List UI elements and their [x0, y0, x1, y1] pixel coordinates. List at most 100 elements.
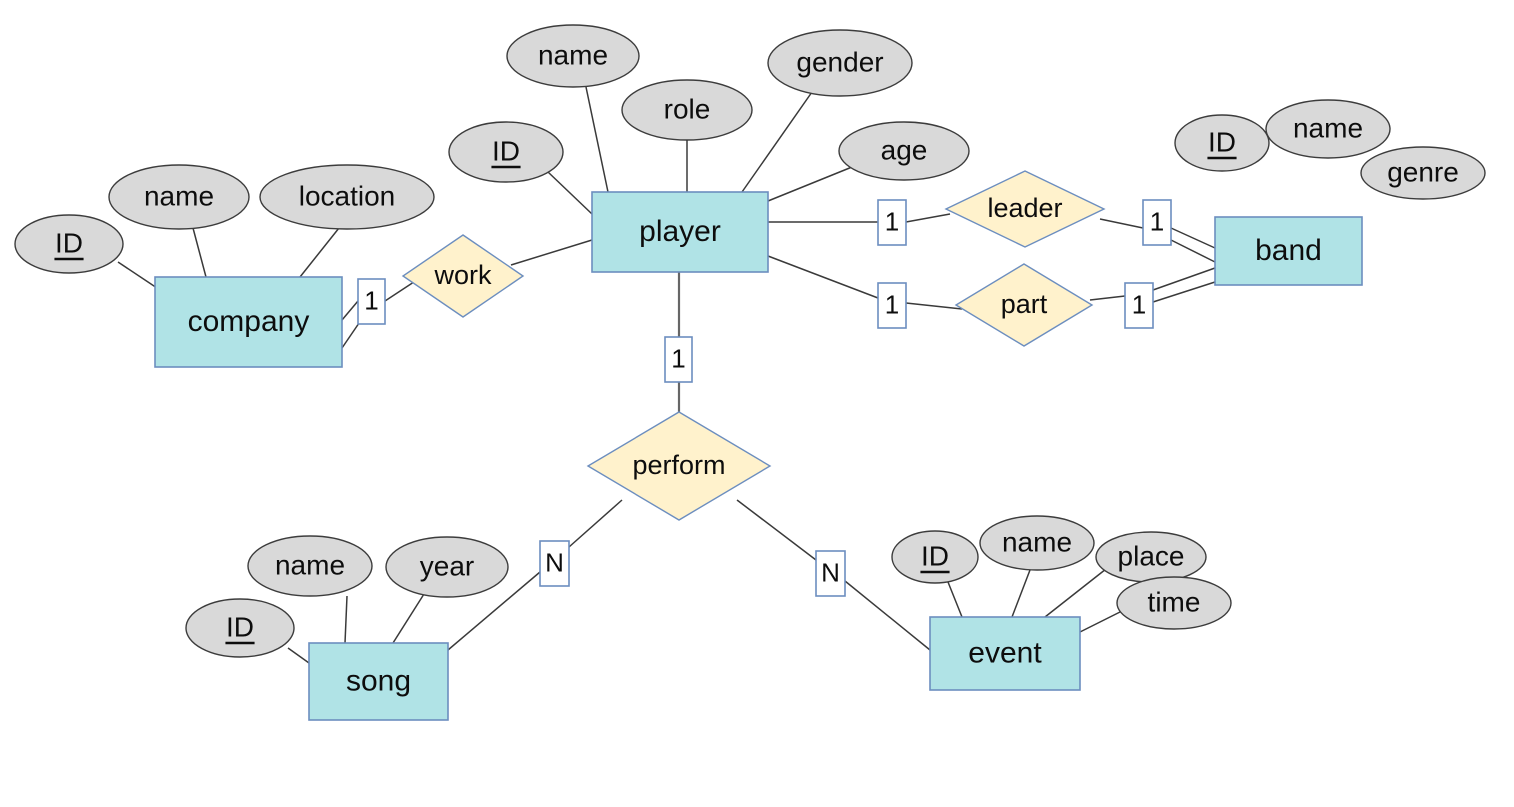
attribute-label: location [299, 180, 396, 211]
connection-line [905, 302, 963, 310]
attribute-label: name [275, 549, 345, 580]
cardinality-labels-layer: 1 1 1 1 1 1N N [357, 199, 1172, 597]
connection-line [767, 255, 879, 299]
connection-line [844, 580, 931, 651]
cardinality-label: 1 [671, 343, 685, 373]
connection-line [341, 300, 359, 321]
connection-line [767, 166, 853, 202]
cardinality-perform-song[interactable]: N [539, 540, 570, 587]
attribute-label: name [1002, 526, 1072, 557]
attribute-label: ID [921, 540, 949, 571]
cardinality-player-part[interactable]: 1 [877, 282, 907, 329]
cardinality-label: 1 [885, 206, 899, 236]
entity-player[interactable]: player [591, 191, 769, 273]
connection-line [344, 595, 348, 644]
attribute-song-id[interactable]: ID [185, 598, 295, 658]
relationship-label: work [433, 260, 492, 290]
entity-company[interactable]: company [154, 276, 343, 368]
attribute-band-genre[interactable]: genre [1360, 146, 1486, 200]
connection-line [1089, 295, 1126, 301]
attribute-event-name[interactable]: name [979, 515, 1095, 571]
entity-event[interactable]: event [929, 616, 1081, 691]
cardinality-perform-event[interactable]: N [815, 550, 846, 597]
cardinality-label: 1 [1132, 289, 1146, 319]
relationship-work[interactable]: work [401, 234, 525, 318]
attribute-label: time [1148, 586, 1201, 617]
connection-line [192, 227, 207, 278]
attribute-label: gender [796, 46, 883, 77]
cardinality-label: 1 [364, 285, 378, 315]
attribute-label: name [538, 39, 608, 70]
cardinality-player-perform[interactable]: 1 [664, 336, 693, 383]
connection-line [1152, 281, 1216, 303]
relationship-perform[interactable]: perform [586, 411, 772, 521]
connection-line [1044, 568, 1107, 618]
attribute-event-place[interactable]: place [1095, 531, 1207, 583]
attribute-band-id[interactable]: ID [1174, 114, 1270, 172]
attribute-band-name[interactable]: name [1265, 99, 1391, 159]
relationship-leader[interactable]: leader [944, 170, 1106, 248]
relationship-nodes-layer: work leader part perform [401, 170, 1106, 521]
attribute-company-id[interactable]: ID [14, 214, 124, 274]
cardinality-company-work[interactable]: 1 [357, 278, 386, 325]
entity-song[interactable]: song [308, 642, 449, 721]
entity-label: event [968, 636, 1042, 669]
relationship-label: leader [987, 193, 1062, 223]
attribute-label: ID [492, 135, 520, 166]
entity-band[interactable]: band [1214, 216, 1363, 286]
connection-line [736, 499, 817, 561]
relationship-label: part [1001, 289, 1048, 319]
attribute-company-location[interactable]: location [259, 164, 435, 230]
attribute-event-id[interactable]: ID [891, 530, 979, 584]
attribute-label: genre [1387, 156, 1459, 187]
connection-line [1079, 611, 1121, 633]
cardinality-label: 1 [885, 289, 899, 319]
connection-line [585, 86, 609, 193]
connection-line [1170, 239, 1216, 263]
attribute-label: role [664, 93, 711, 124]
entity-label: song [346, 664, 411, 697]
connection-line [299, 227, 340, 278]
connection-line [947, 581, 963, 618]
attribute-label: name [1293, 112, 1363, 143]
connection-line [547, 171, 593, 215]
connection-line [447, 571, 541, 651]
attribute-label: name [144, 180, 214, 211]
connection-lines-layer [117, 86, 1216, 679]
connection-line [1011, 569, 1031, 618]
cardinality-player-leader[interactable]: 1 [877, 199, 907, 246]
cardinality-part-band[interactable]: 1 [1124, 282, 1154, 329]
attribute-player-name[interactable]: name [506, 24, 640, 88]
attribute-song-name[interactable]: name [247, 535, 373, 597]
cardinality-label: N [821, 557, 840, 587]
attribute-company-name[interactable]: name [108, 164, 250, 230]
cardinality-leader-band[interactable]: 1 [1142, 199, 1172, 246]
connection-line [1152, 267, 1216, 291]
attribute-player-role[interactable]: role [621, 79, 753, 141]
connection-line [392, 593, 425, 644]
connection-line [1170, 227, 1216, 249]
attribute-player-gender[interactable]: gender [767, 29, 913, 97]
entity-label: player [639, 215, 721, 248]
entity-nodes-layer: company player band song event [154, 191, 1363, 721]
attribute-label: place [1118, 540, 1185, 571]
connection-line [905, 213, 951, 223]
connection-line [117, 261, 158, 289]
connection-line [568, 499, 623, 548]
cardinality-label: N [545, 547, 564, 577]
attribute-label: year [420, 550, 474, 581]
attribute-song-year[interactable]: year [385, 536, 509, 598]
connection-line [510, 239, 593, 266]
attribute-label: ID [1208, 126, 1236, 157]
attribute-player-age[interactable]: age [838, 121, 970, 181]
connection-line [1099, 218, 1144, 229]
entity-label: company [188, 305, 310, 338]
attribute-event-time[interactable]: time [1116, 576, 1232, 630]
relationship-label: perform [632, 450, 725, 480]
relationship-part[interactable]: part [954, 263, 1094, 347]
entity-label: band [1255, 234, 1322, 267]
attribute-label: ID [55, 227, 83, 258]
attribute-player-id[interactable]: ID [448, 121, 564, 183]
